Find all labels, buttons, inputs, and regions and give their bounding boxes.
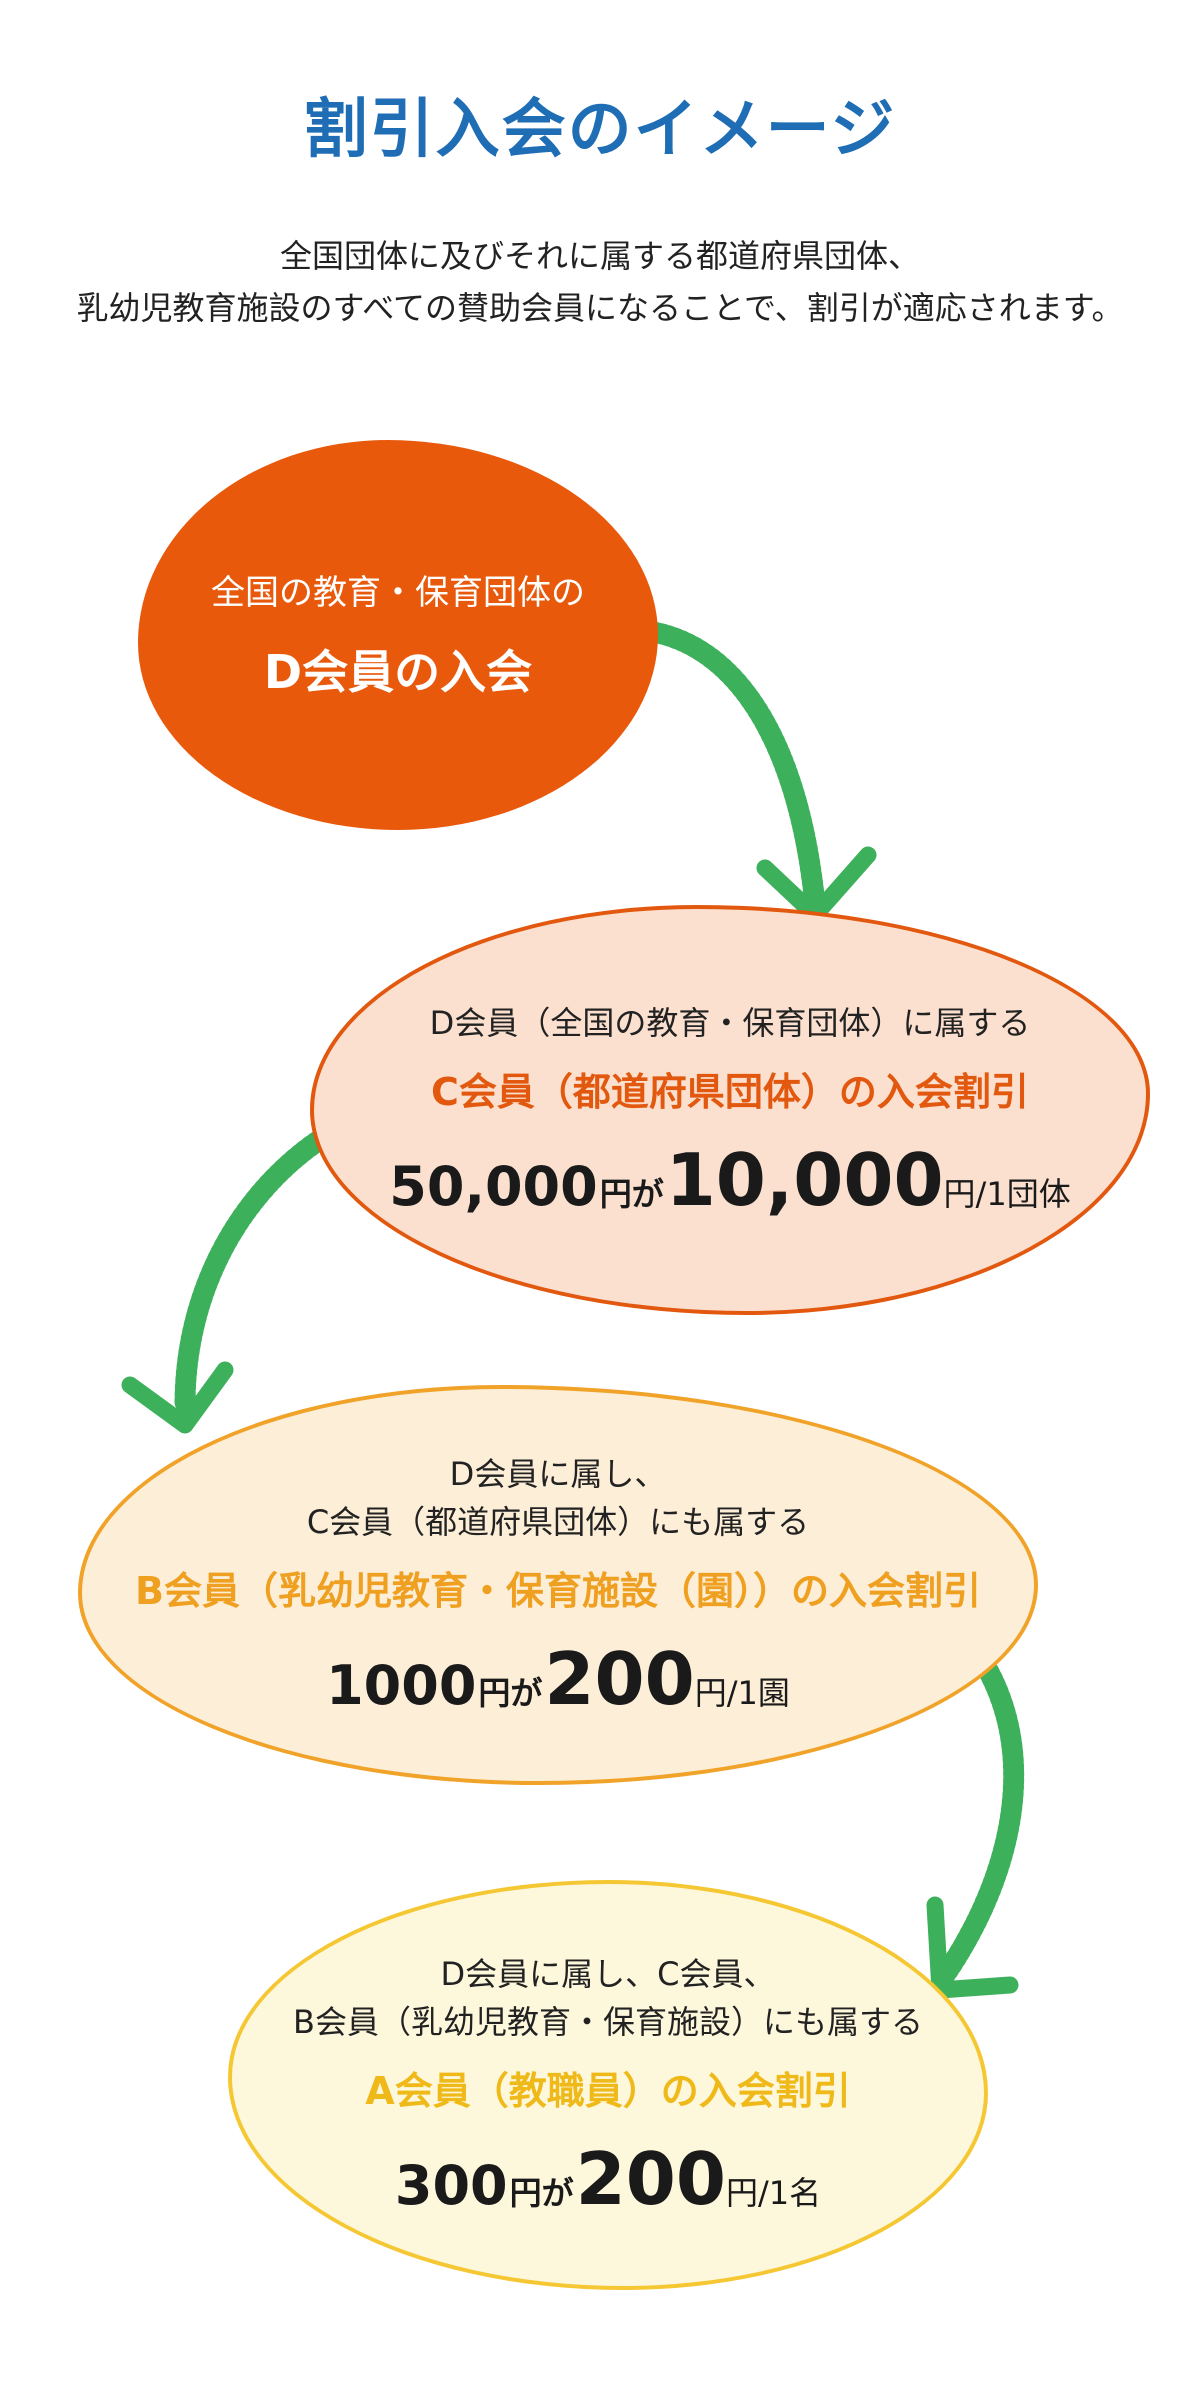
b-price-to: 200 (544, 1636, 695, 1721)
b-member-desc-1: D会員に属し、 (449, 1454, 667, 1493)
c-price-unit: 円が (599, 1174, 664, 1213)
a-price-from: 300 (394, 2153, 508, 2217)
b-member-bubble: D会員に属し、 C会員（都道府県団体）にも属する B会員（乳幼児教育・保育施設（… (78, 1385, 1038, 1785)
d-member-sub: 全国の教育・保育団体の (211, 573, 585, 613)
c-member-desc: D会員（全国の教育・保育団体）に属する (429, 1003, 1031, 1042)
arrow-c-to-b (121, 1119, 346, 1434)
b-price-unit: 円が (478, 1673, 543, 1712)
c-price-to: 10,000 (665, 1137, 944, 1222)
intro-text: 全国団体に及びそれに属する都道府県団体、 乳幼児教育施設のすべての賛助会員になる… (0, 230, 1200, 334)
b-member-price: 1000 円が 200 円/1園 (326, 1637, 790, 1721)
b-member-desc-2: C会員（都道府県団体）にも属する (306, 1502, 810, 1541)
c-price-from: 50,000 (389, 1154, 598, 1218)
page-title: 割引入会のイメージ (303, 93, 897, 167)
c-member-price: 50,000 円が 10,000 円/1団体 (389, 1138, 1070, 1222)
a-member-title: A会員（教職員）の入会割引 (365, 2068, 851, 2113)
b-price-from: 1000 (326, 1653, 477, 1717)
b-price-suffix: 円/1園 (694, 1673, 790, 1712)
a-member-price: 300 円が 200 円/1名 (395, 2137, 821, 2221)
c-price-suffix: 円/1団体 (943, 1174, 1071, 1213)
c-member-title: C会員（都道府県団体）の入会割引 (431, 1069, 1029, 1114)
arrow-d-to-c (629, 619, 877, 924)
c-member-bubble: D会員（全国の教育・保育団体）に属する C会員（都道府県団体）の入会割引 50,… (310, 905, 1150, 1315)
a-price-to: 200 (575, 2136, 726, 2221)
a-member-bubble: D会員に属し、C会員、 B会員（乳幼児教育・保育施設）にも属する A会員（教職員… (228, 1880, 988, 2290)
arrow-b-to-a (926, 1654, 1025, 1999)
intro-line-2: 乳幼児教育施設のすべての賛助会員になることで、割引が適応されます。 (76, 289, 1124, 327)
d-member-title: D会員の入会 (263, 645, 533, 699)
a-member-desc-2: B会員（乳幼児教育・保育施設）にも属する (293, 2002, 923, 2041)
intro-line-1: 全国団体に及びそれに属する都道府県団体、 (279, 237, 920, 275)
a-member-desc-1: D会員に属し、C会員、 (440, 1954, 776, 1993)
b-member-title: B会員（乳幼児教育・保育施設（園））の入会割引 (135, 1568, 981, 1613)
a-price-unit: 円が (509, 2173, 574, 2212)
d-member-bubble: 全国の教育・保育団体の D会員の入会 (138, 440, 658, 830)
a-price-suffix: 円/1名 (725, 2173, 822, 2212)
